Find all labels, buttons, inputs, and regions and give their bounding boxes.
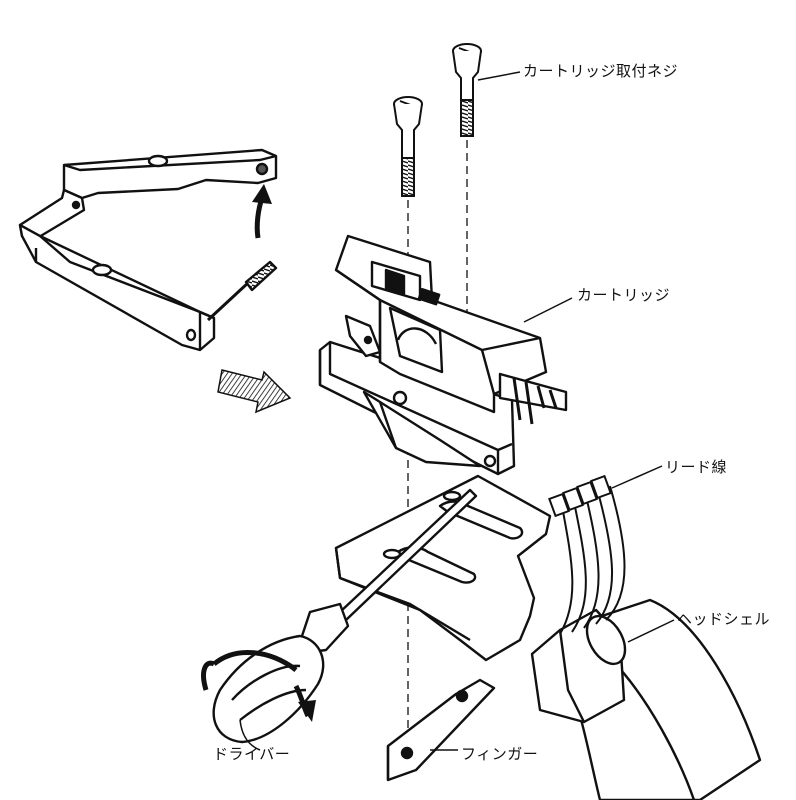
rotate-arrow xyxy=(201,650,316,722)
headshell xyxy=(334,474,762,800)
cartridge xyxy=(318,234,568,476)
leader-lines xyxy=(239,71,675,751)
mounting-bracket xyxy=(18,148,278,352)
screwdriver xyxy=(212,488,478,744)
rotate-up-arrow xyxy=(252,184,272,239)
mount-screw-left xyxy=(393,96,423,197)
label-screwdriver: ドライバー xyxy=(213,745,291,763)
direction-arrow xyxy=(217,369,292,414)
label-finger: フィンガー xyxy=(461,745,539,763)
label-headshell: ヘッドシェル xyxy=(677,610,771,628)
label-lead-wire: リード線 xyxy=(665,458,728,476)
mount-screw-right xyxy=(452,43,482,137)
label-cartridge: カートリッジ xyxy=(577,286,671,304)
label-cartridge-screws: カートリッジ取付ネジ xyxy=(523,62,679,80)
lead-wires xyxy=(548,474,626,635)
